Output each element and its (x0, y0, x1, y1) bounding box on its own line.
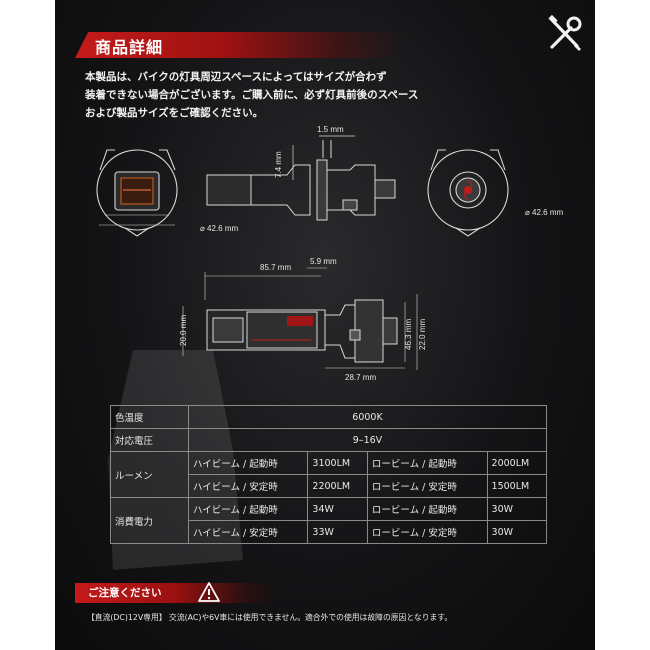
cell-value: 30W (486, 497, 548, 521)
color-temp-value: 6000K (188, 405, 547, 429)
cell-label: ロービーム / 起動時 (366, 451, 488, 475)
lumen-label: ルーメン (110, 451, 189, 498)
side-view-top (206, 135, 396, 221)
cell-value: 34W (307, 497, 368, 521)
product-detail-panel: 商品詳細 本製品は、バイクの灯具周辺スペースによってはサイズが合わず 装着できな… (55, 0, 595, 650)
tools-icon (548, 14, 582, 51)
dim-85-7: 85.7 mm (260, 263, 291, 272)
dim-1-5: 1.5 mm (317, 125, 344, 134)
cell-value: 2000LM (486, 451, 548, 475)
side-view-bottom (182, 267, 418, 370)
cell-label: ロービーム / 安定時 (366, 474, 488, 498)
dim-7-4: 7.4 mm (274, 151, 283, 178)
intro-line-1: 本製品は、バイクの灯具周辺スペースによってはサイズが合わず (85, 71, 387, 83)
spec-table: 色温度 6000K 対応電圧 9–16V ルーメン ハイビーム / 起動時 31… (110, 405, 548, 544)
intro-text: 本製品は、バイクの灯具周辺スペースによってはサイズが合わず 装着できない場合がご… (85, 68, 545, 122)
section-title: 商品詳細 (95, 38, 164, 57)
dim-46-3: 46.3 mm (404, 319, 413, 350)
dim-28-7: 28.7 mm (345, 373, 376, 382)
footnote: 【直流(DC)12V専用】 交流(AC)や6V車には使用できません。適合外での使… (87, 613, 453, 622)
intro-line-2: 装着できない場合がございます。ご購入前に、必ず灯具前後のスペース (85, 89, 419, 101)
dim-42-6-right: ⌀ 42.6 mm (525, 208, 563, 217)
table-row: 消費電力 ハイビーム / 起動時 34W ロービーム / 起動時 30W (110, 497, 548, 544)
dim-42-6-left: ⌀ 42.6 mm (200, 224, 238, 233)
color-temp-label: 色温度 (110, 405, 189, 429)
cell-label: ハイビーム / 起動時 (187, 451, 309, 475)
cell-label: ロービーム / 起動時 (366, 497, 488, 521)
back-view-right (427, 149, 509, 237)
dim-20-0: 20.0 mm (179, 315, 188, 346)
table-row: 対応電圧 9–16V (110, 428, 547, 452)
table-row: ルーメン ハイビーム / 起動時 3100LM ロービーム / 起動時 2000… (110, 451, 548, 498)
voltage-value: 9–16V (188, 428, 547, 452)
intro-line-3: および製品サイズをご確認ください。 (85, 107, 264, 119)
cell-label: ハイビーム / 安定時 (187, 474, 309, 498)
warning-icon (198, 582, 220, 602)
cell-value: 33W (307, 520, 368, 544)
notice-title-bar (75, 583, 275, 603)
table-row: ハイビーム / 安定時 33W ロービーム / 安定時 30W (111, 520, 548, 544)
cell-label: ロービーム / 安定時 (366, 520, 488, 544)
dim-22-0: 22.0 mm (418, 319, 427, 350)
table-row: 色温度 6000K (110, 405, 547, 429)
section-title-bar (75, 32, 405, 58)
cell-label: ハイビーム / 安定時 (187, 520, 309, 544)
cell-value: 2200LM (307, 474, 368, 498)
cell-value: 1500LM (486, 474, 548, 498)
dimension-drawings: ⌀ 42.6 mm 1.5 mm 7.4 mm ⌀ 42.6 mm (96, 125, 563, 382)
dim-5-9: 5.9 mm (310, 257, 337, 266)
voltage-label: 対応電圧 (110, 428, 189, 452)
front-view-left (96, 149, 178, 237)
cell-value: 3100LM (307, 451, 368, 475)
notice-title: ご注意ください (88, 587, 162, 599)
cell-value: 30W (486, 520, 548, 544)
cell-label: ハイビーム / 起動時 (187, 497, 309, 521)
power-label: 消費電力 (110, 497, 189, 544)
